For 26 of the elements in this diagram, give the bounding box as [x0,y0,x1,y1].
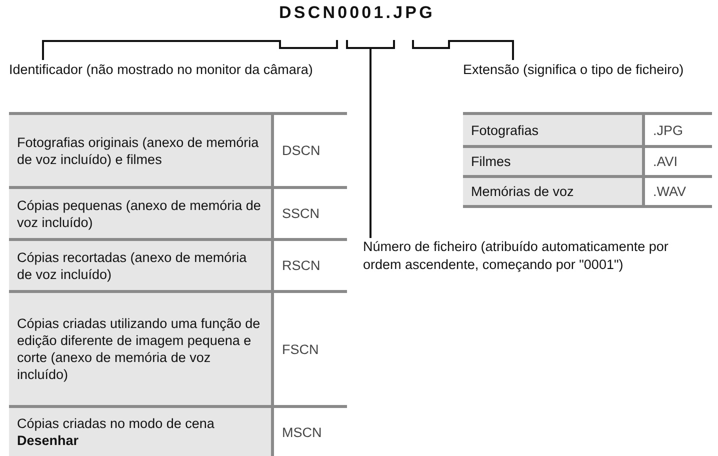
description-cell: Fotografias [463,112,642,145]
description-cell: Cópias criadas no modo de cena Desenhar [9,405,271,456]
bracket-mark [279,40,338,49]
caption-text: Identificador (não mostrado no monitor da câmara) [9,61,314,79]
caption-text: Extensão (significa o tipo de ficheiro) [463,61,685,79]
caption-text: Número de ficheiro (atribuído automaticamente por ordem ascendente, começando por "0001") [363,238,670,274]
leader-line [450,40,514,60]
description-cell: Fotografias originais (anexo de memória de voz incluído) e filmes [9,112,271,186]
description-cell: Cópias pequenas (anexo de memória de voz incluído) [9,186,271,238]
description-cell: Cópias criadas utilizando uma função de edição diferente de imagem pequena e corte (anexo de memória de voz incluído) [9,290,271,405]
leader-line [370,49,372,238]
description-cell: Filmes [463,145,642,175]
code-cell: .AVI [642,145,712,175]
leader-line [42,40,279,60]
code-cell: .JPG [642,112,712,145]
code-cell: RSCN [271,238,347,290]
code-cell: FSCN [271,290,347,405]
file-name-title: DSCN0001.JPG [279,3,435,23]
code-cell: SSCN [271,186,347,238]
code-cell: DSCN [271,112,347,186]
description-cell: Cópias recortadas (anexo de memória de voz incluído) [9,238,271,290]
code-cell: MSCN [271,405,347,456]
code-cell: .WAV [642,175,712,208]
description-cell: Memórias de voz [463,175,642,208]
bracket-mark [412,40,450,49]
bracket-mark [346,40,395,49]
